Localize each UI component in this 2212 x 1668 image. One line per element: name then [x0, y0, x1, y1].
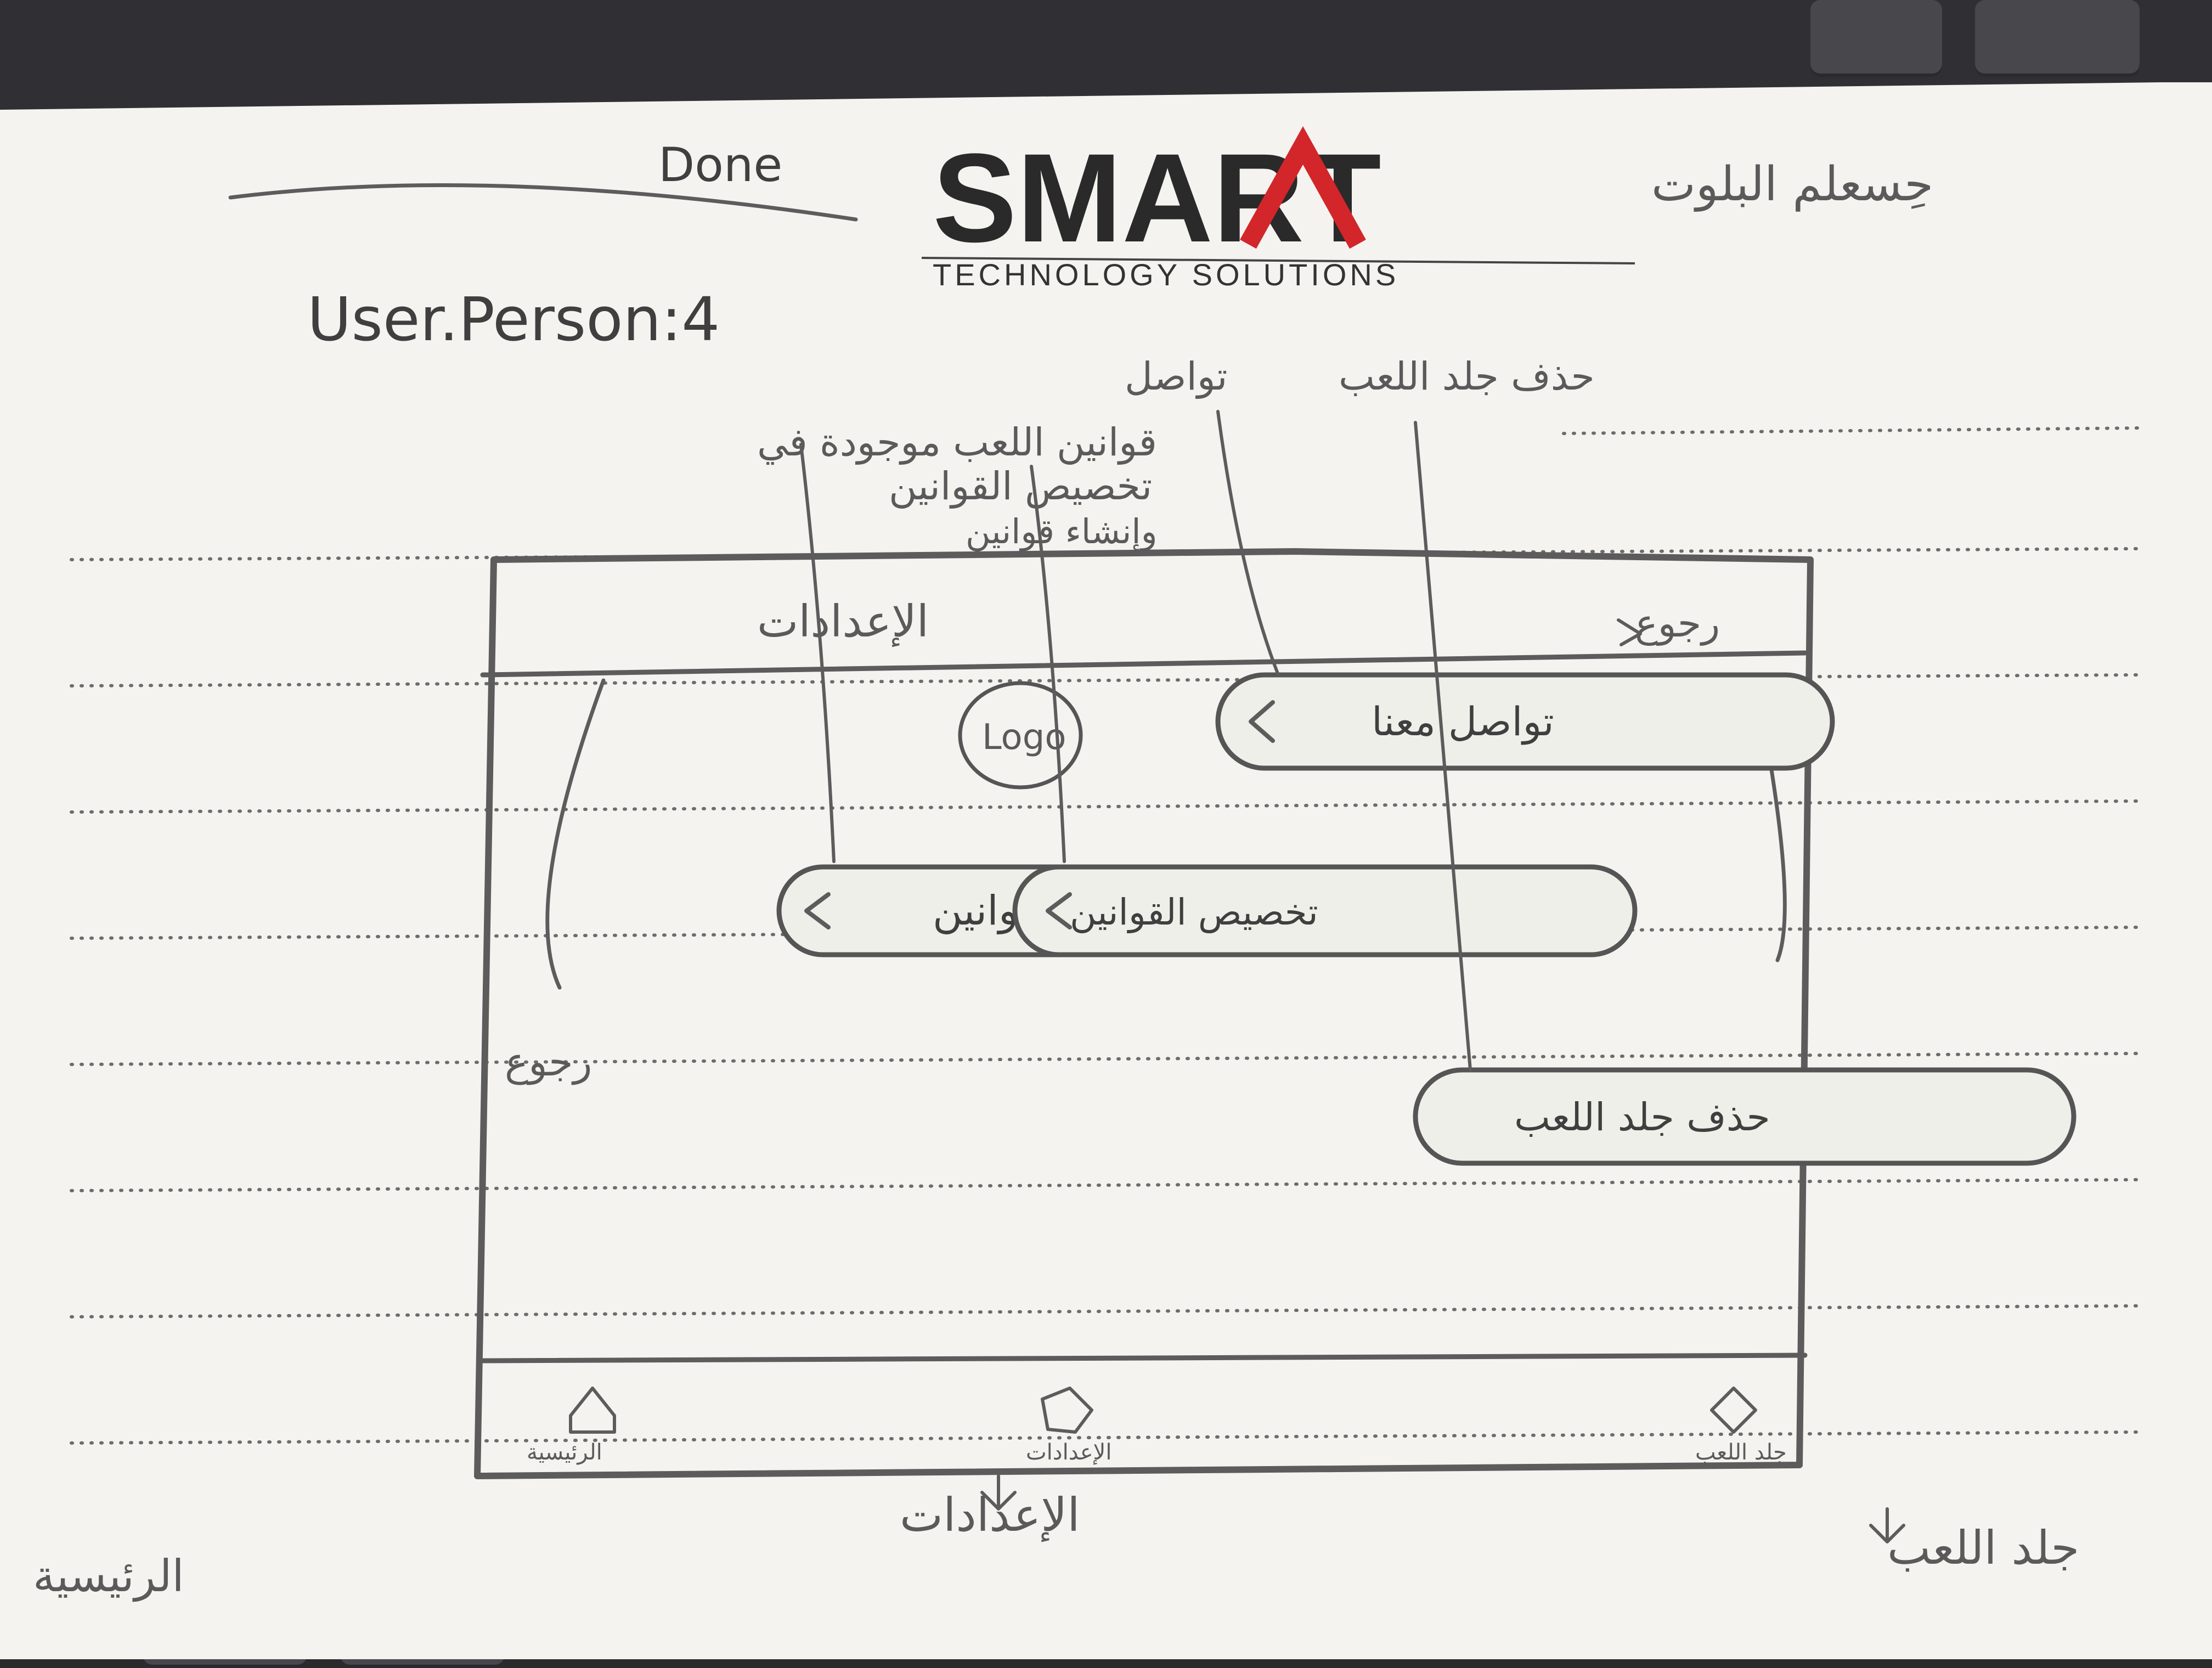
settings-button-delete[interactable]: حذف جلد اللعب	[1413, 1067, 2076, 1166]
annotation-rules: قوانين اللعب موجودة في	[757, 420, 1157, 465]
cards-icon	[1710, 1387, 1757, 1434]
connector-line	[1030, 465, 1066, 863]
tab-home[interactable]: الرئيسية	[527, 1387, 616, 1465]
chevron-icon	[804, 892, 831, 929]
tab-bar: الرئيسية الإعدادات جلد اللعب	[527, 1387, 1787, 1465]
annotations: رجوع قوانين اللعب موجودة في تخصيص القوان…	[33, 354, 2079, 1602]
settings-button-custom-rules[interactable]: تخصيص القوانين	[1012, 864, 1638, 957]
tab-label: جلد اللعب	[1695, 1440, 1787, 1465]
phone-mockup: الإعدادات رجوع Logo القوانين تخصيص القوا…	[474, 548, 2076, 1479]
tab-bar-divider	[480, 1353, 1808, 1363]
back-button[interactable]: رجوع	[1635, 601, 1720, 646]
annotation-custom-rules-2: وإنشاء قوانين	[966, 511, 1158, 552]
button-label: تواصل معنا	[1372, 698, 1554, 745]
chevron-icon	[1249, 700, 1275, 743]
annotation-home: الرئيسية	[33, 1551, 184, 1602]
gear-icon	[1041, 1387, 1093, 1434]
status-label: Done	[658, 138, 782, 193]
down-arrow-icon	[1869, 1507, 1905, 1543]
annotation-game: جلد اللعب	[1887, 1521, 2079, 1575]
dotted-guide-lines	[70, 426, 2141, 1445]
button-label: حذف جلد اللعب	[1514, 1095, 1770, 1140]
annotation-settings: الإعدادات	[900, 1488, 1080, 1542]
brand-logo-tagline: TECHNOLOGY SOLUTIONS	[933, 257, 1399, 292]
connector-line	[799, 443, 836, 863]
underline-stroke	[228, 183, 858, 222]
keyboard-key	[1975, 0, 2140, 77]
home-icon	[569, 1387, 616, 1434]
header-arc	[545, 678, 606, 990]
tab-label: الإعدادات	[1026, 1440, 1111, 1465]
settings-button-contact[interactable]: تواصل معنا	[1215, 672, 1835, 771]
project-title: حِسعلم البلوت	[1651, 157, 1933, 212]
header-block: Done SMART TECHNOLOGY SOLUTIONS حِسعلم ا…	[228, 126, 1933, 354]
connector-line	[1216, 410, 1280, 677]
logo-accent-mark	[1240, 126, 1366, 249]
tab-label: الرئيسية	[527, 1440, 602, 1465]
back-arrow-icon[interactable]	[1617, 618, 1642, 646]
annotation-back: رجوع	[505, 1039, 592, 1085]
connector-line	[1414, 421, 1472, 1072]
button-label: تخصيص القوانين	[1070, 891, 1318, 934]
annotation-custom-rules: تخصيص القوانين	[889, 464, 1152, 509]
screen-title: الإعدادات	[757, 596, 929, 647]
keyboard-key	[1810, 0, 1942, 77]
tab-settings[interactable]: الإعدادات	[1026, 1387, 1111, 1465]
top-bar-divider	[480, 650, 1808, 678]
down-arrow-icon	[980, 1474, 1017, 1511]
chevron-icon	[1046, 892, 1072, 929]
annotation-contact: تواصل	[1125, 354, 1228, 399]
phone-frame	[474, 548, 1814, 1479]
annotation-delete: حذف جلد اللعب	[1339, 354, 1595, 399]
user-label: User.Person:4	[307, 284, 720, 354]
logo-placeholder	[958, 681, 1083, 790]
paper-sheet: Done SMART TECHNOLOGY SOLUTIONS حِسعلم ا…	[0, 82, 2212, 1659]
logo-divider	[921, 257, 1635, 264]
logo-placeholder-label: Logo	[982, 717, 1066, 758]
sketch-canvas: Done SMART TECHNOLOGY SOLUTIONS حِسعلم ا…	[33, 126, 2141, 1602]
tab-game[interactable]: جلد اللعب	[1695, 1387, 1787, 1465]
